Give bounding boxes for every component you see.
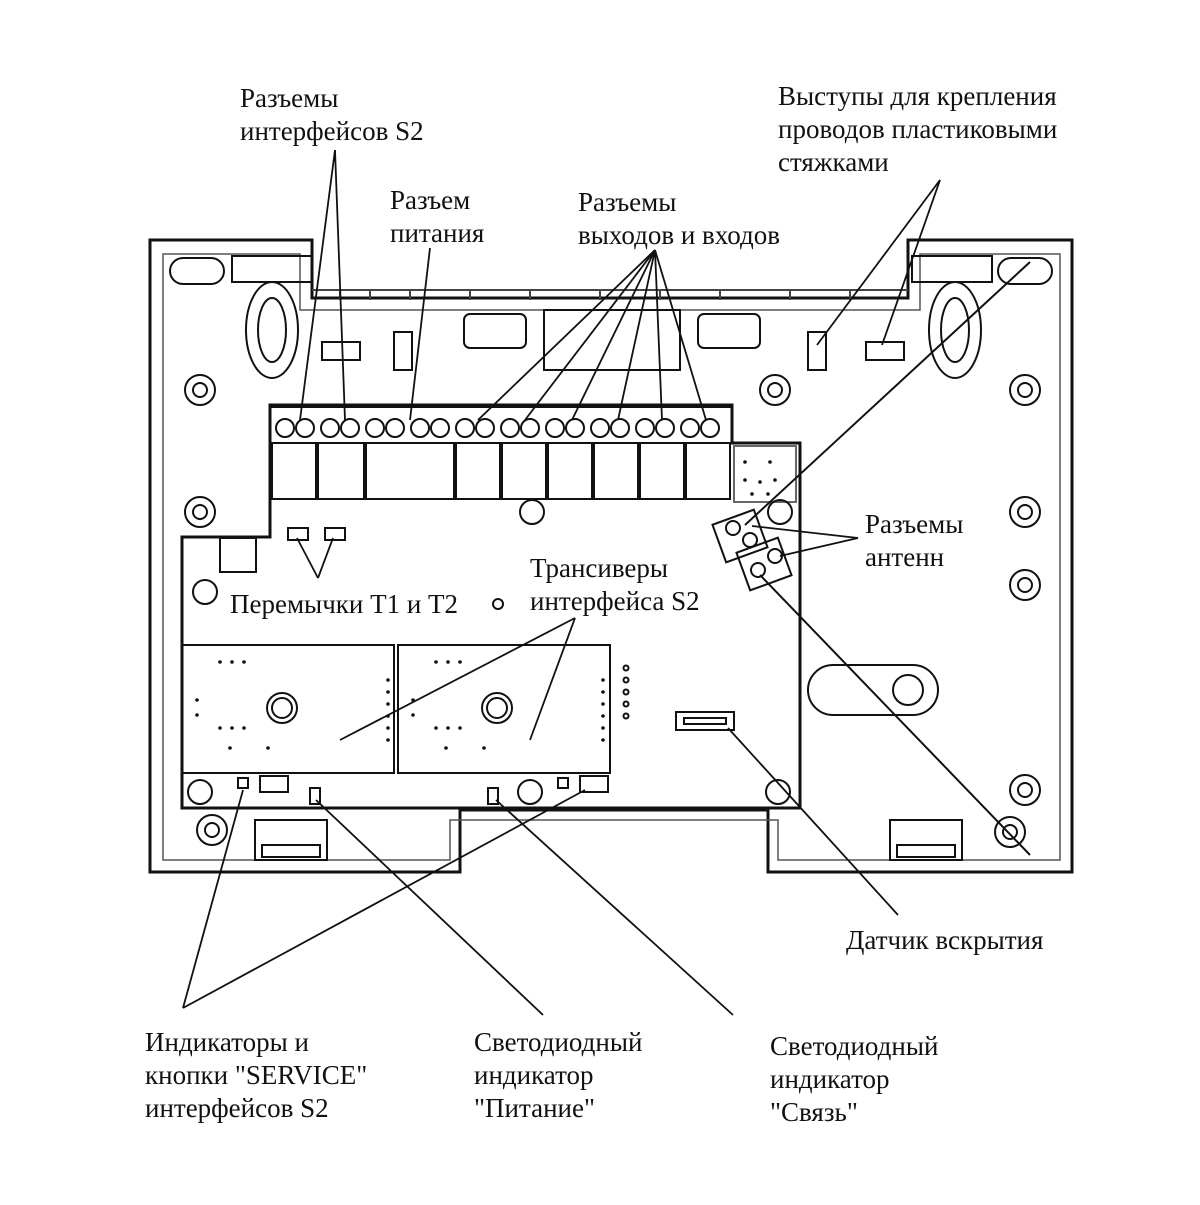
label-line: Трансиверы xyxy=(530,553,669,583)
antenna-boss xyxy=(767,499,793,525)
pcb-hole-left-bottom xyxy=(187,779,213,805)
status-pin-column xyxy=(622,664,630,720)
label-antenna-connectors: Разъемы антенн xyxy=(865,508,963,574)
label-line: Разъемы xyxy=(865,509,964,539)
bottom-latch-left xyxy=(254,819,328,861)
label-line: питания xyxy=(390,218,485,248)
pcb-hole-top xyxy=(519,499,545,525)
label-line: индикатор xyxy=(770,1064,890,1094)
service-led-2 xyxy=(557,777,569,789)
bottom-latch-right xyxy=(889,819,963,861)
label-tamper-sensor: Датчик вскрытия xyxy=(846,924,1043,957)
label-line: интерфейсов S2 xyxy=(145,1093,329,1123)
bottom-latch-left-inner xyxy=(261,844,321,858)
transceiver-1-hole xyxy=(266,692,298,724)
cavity-1 xyxy=(463,313,527,349)
left-board-connector xyxy=(219,537,257,573)
antenna-socket-1 xyxy=(725,520,741,536)
tamper-sensor xyxy=(675,711,735,731)
label-link-led: Светодиодный индикатор "Связь" xyxy=(770,1030,938,1129)
housing-inner-outline xyxy=(162,253,1061,861)
pcb-dots xyxy=(195,460,777,750)
tamper-sensor-slot xyxy=(683,717,727,725)
label-transceivers: Трансиверы интерфейса S2 xyxy=(530,552,700,618)
link-led xyxy=(487,787,499,805)
label-line: проводов пластиковыми xyxy=(778,114,1058,144)
label-line: интерфейсов S2 xyxy=(240,116,424,146)
pcb-hole-right-bottom xyxy=(765,779,791,805)
label-line: Разъем xyxy=(390,185,471,215)
label-line: "Связь" xyxy=(770,1097,858,1127)
tie-lug-right-1 xyxy=(807,331,827,371)
tie-lug-left-2 xyxy=(393,331,413,371)
tie-lug-left-1 xyxy=(321,341,361,361)
corner-slot-top-left xyxy=(169,257,225,285)
label-line: антенн xyxy=(865,542,945,572)
corner-latch-top-left xyxy=(231,255,313,283)
mount-hole-left xyxy=(245,281,299,379)
corner-latch-top-right xyxy=(911,255,993,283)
pcb-hole-left xyxy=(192,579,218,605)
transceiver-module-1 xyxy=(181,644,395,774)
pcb-hole-mid-bottom xyxy=(517,779,543,805)
transceiver-2-hole xyxy=(481,692,513,724)
label-service-indicators: Индикаторы и кнопки "SERVICE" интерфейсо… xyxy=(145,1026,367,1125)
corner-slot-top-right xyxy=(997,257,1053,285)
label-line: Выступы для крепления xyxy=(778,81,1057,111)
label-io-connectors: Разъемы выходов и входов xyxy=(578,186,780,252)
label-line: Светодиодный xyxy=(770,1031,939,1061)
label-line: Перемычки T1 и T2 xyxy=(230,589,459,619)
cavity-3 xyxy=(697,313,761,349)
bottom-latch-right-inner xyxy=(896,844,956,858)
transceiver-1-hole-inner xyxy=(271,697,293,719)
label-line: Индикаторы и xyxy=(145,1027,309,1057)
antenna-connector-block-2 xyxy=(735,536,793,592)
label-line: стяжками xyxy=(778,147,889,177)
cavity-2 xyxy=(543,309,681,371)
antenna-socket-2 xyxy=(742,532,758,548)
label-line: Светодиодный xyxy=(474,1027,643,1057)
terminal-plugs xyxy=(271,442,731,500)
jumper-t2 xyxy=(324,527,346,541)
terminal-screws xyxy=(275,418,720,438)
antenna-wire-lower xyxy=(759,574,1031,856)
right-cavity-boss xyxy=(892,674,924,706)
label-jumpers: Перемычки T1 и T2 xyxy=(230,588,458,621)
label-line: интерфейса S2 xyxy=(530,586,700,616)
right-cavity xyxy=(807,664,939,716)
label-line: Датчик вскрытия xyxy=(846,925,1044,955)
antenna-connector-block-1 xyxy=(711,508,769,564)
label-line: выходов и входов xyxy=(578,220,780,250)
service-button-2 xyxy=(579,775,609,793)
service-led-1 xyxy=(237,777,249,789)
label-power-led: Светодиодный индикатор "Питание" xyxy=(474,1026,642,1125)
tie-lug-right-2 xyxy=(865,341,905,361)
leader-lines xyxy=(182,149,941,1016)
label-line: "Питание" xyxy=(474,1093,595,1123)
antenna-socket-4 xyxy=(750,562,766,578)
top-rail-teeth xyxy=(339,290,851,300)
label-line: Разъемы xyxy=(240,83,339,113)
label-s2-connectors: Разъемы интерфейсов S2 xyxy=(240,82,424,148)
antenna-area xyxy=(733,445,797,503)
power-led xyxy=(309,787,321,805)
pcb-hole-center xyxy=(492,598,504,610)
label-cable-tie-lugs: Выступы для крепления проводов пластиков… xyxy=(778,80,1057,179)
antenna-wire-upper xyxy=(744,261,1031,526)
housing-outline xyxy=(148,238,1074,874)
housing-screws xyxy=(184,374,1041,848)
mount-hole-right-inner xyxy=(940,297,970,363)
label-line: Разъемы xyxy=(578,187,677,217)
label-line: кнопки "SERVICE" xyxy=(145,1060,368,1090)
label-line: индикатор xyxy=(474,1060,594,1090)
service-button-1 xyxy=(259,775,289,793)
label-power-connector: Разъем питания xyxy=(390,184,484,250)
transceiver-2-hole-inner xyxy=(486,697,508,719)
mount-hole-left-inner xyxy=(257,297,287,363)
